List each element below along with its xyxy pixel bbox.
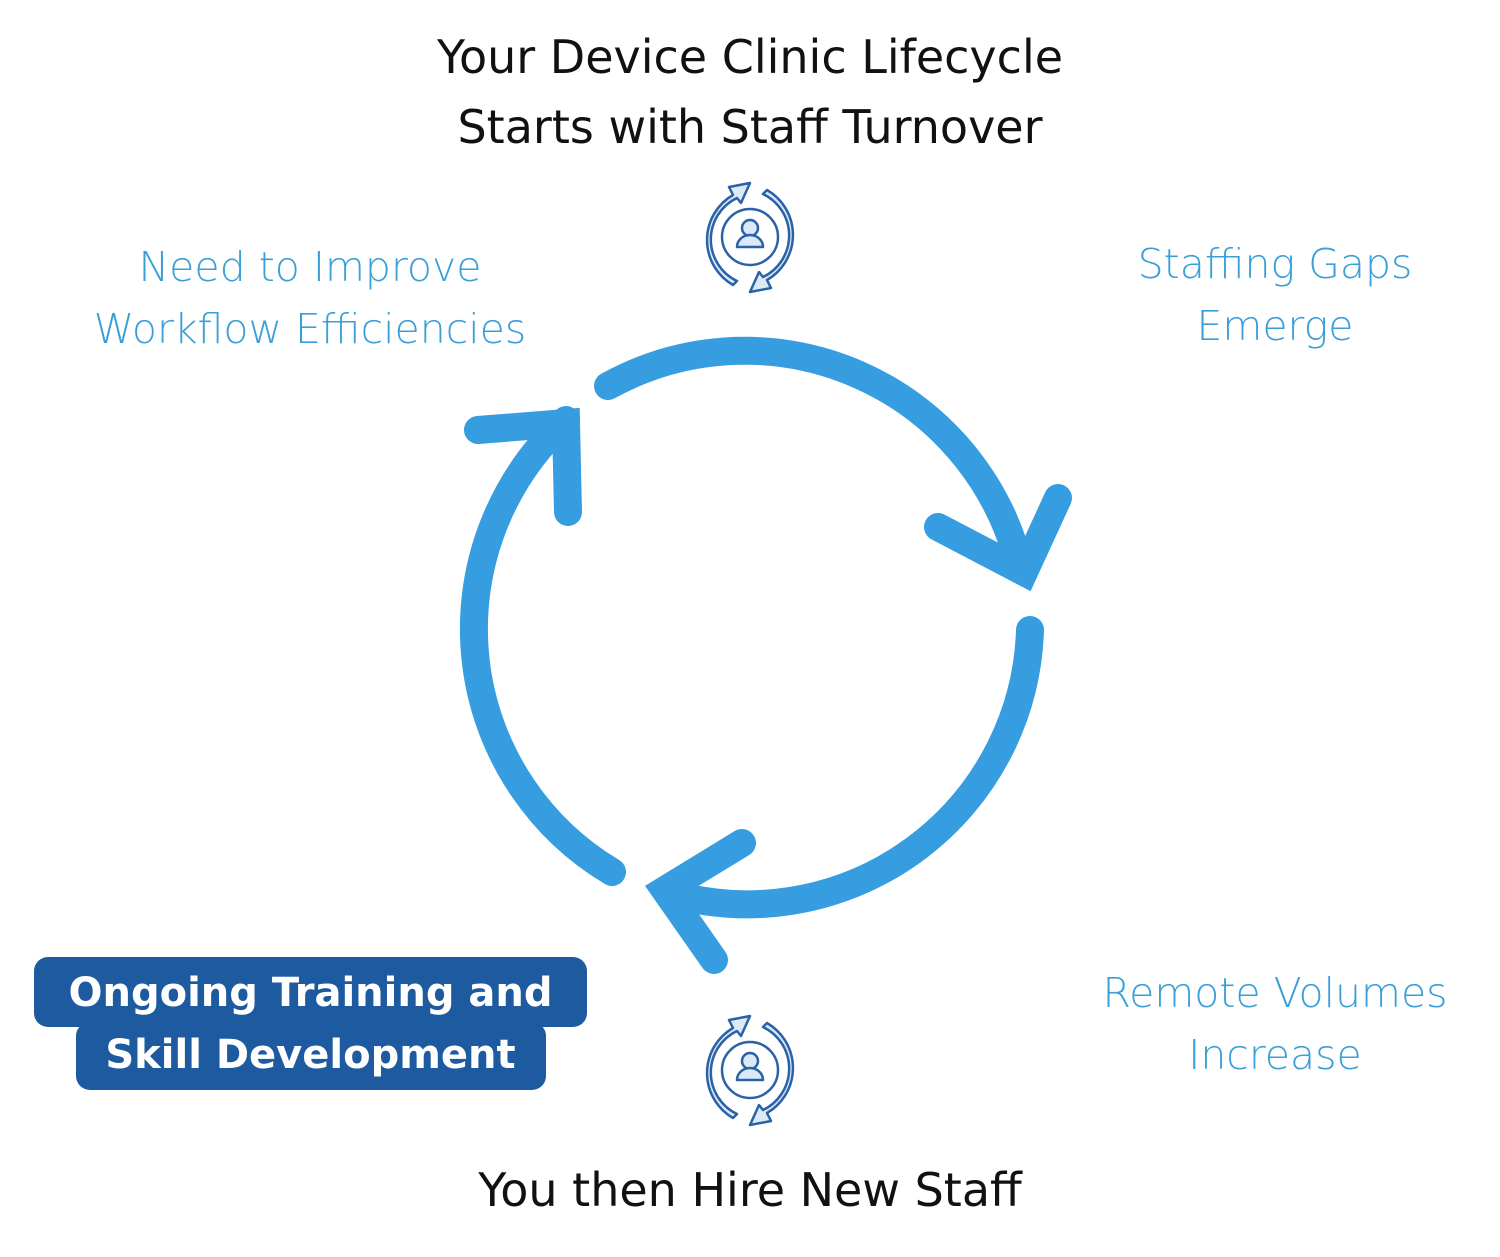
label-staffing-gaps: Staffing Gaps Emerge xyxy=(1075,233,1475,357)
cycle-arc-top-right xyxy=(594,336,1034,582)
bottom-caption: You then Hire New Staff xyxy=(478,1163,1022,1217)
label-remote-volumes: Remote Volumes Increase xyxy=(1065,962,1485,1086)
label-line: Workflow Efficiencies xyxy=(93,305,527,353)
badge-text: Ongoing Training and Skill Development xyxy=(34,962,587,1086)
cycle-arc-left xyxy=(459,406,626,886)
arrowhead-right xyxy=(924,484,1072,592)
badge-line: Skill Development xyxy=(105,1032,516,1078)
hire-staff-icon xyxy=(705,1014,795,1127)
title-line-2: Starts with Staff Turnover xyxy=(457,100,1043,154)
label-workflow-efficiencies: Need to Improve Workflow Efficiencies xyxy=(40,236,580,360)
badge-bg-top xyxy=(34,957,587,1027)
badge-bg-bottom xyxy=(76,1022,546,1090)
cycle-arc-bottom xyxy=(654,616,1044,919)
label-line: Need to Improve xyxy=(138,243,482,291)
label-line: Staffing Gaps xyxy=(1137,240,1413,288)
label-line: Increase xyxy=(1188,1031,1362,1079)
title-line-1: Your Device Clinic Lifecycle xyxy=(436,30,1064,84)
label-line: Emerge xyxy=(1196,302,1354,350)
badge-line: Ongoing Training and xyxy=(68,970,553,1016)
diagram-title: Your Device Clinic Lifecycle Starts with… xyxy=(300,22,1200,162)
label-line: Remote Volumes xyxy=(1102,969,1448,1017)
staff-turnover-icon xyxy=(705,181,795,294)
arrowhead-bottom xyxy=(644,829,756,974)
arrowhead-left xyxy=(464,407,582,526)
